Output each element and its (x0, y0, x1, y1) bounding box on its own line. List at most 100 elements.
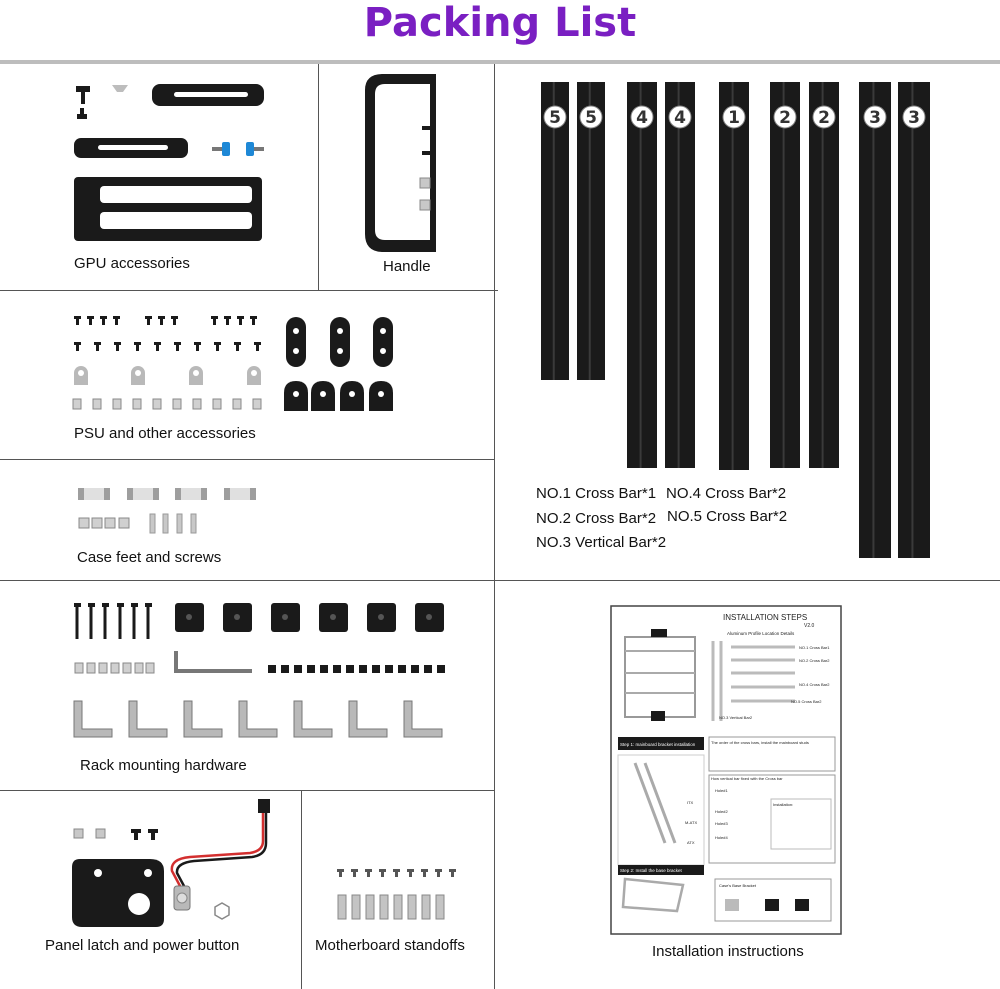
handle-icon (365, 74, 435, 252)
nut (95, 828, 106, 839)
page-title: Packing List (363, 0, 637, 46)
psu-bracket (373, 317, 393, 367)
svg-text:ATX: ATX (687, 840, 695, 845)
long-bolt (102, 603, 109, 607)
set-screw (398, 665, 406, 673)
svg-text:M-ATX: M-ATX (685, 820, 697, 825)
bar-number-badge (722, 105, 746, 129)
standoff (351, 894, 361, 920)
nut (134, 662, 144, 674)
panel-latch-illustration (72, 799, 270, 927)
psu-accessories-panel: PSU and other accessories (0, 291, 494, 459)
standoff (365, 894, 375, 920)
thumb-screw (81, 92, 85, 104)
psu-accessories-illustration (72, 316, 393, 411)
section-caption: PSU and other accessories (74, 425, 256, 442)
nut (419, 177, 431, 189)
svg-text:Hole#4: Hole#4 (715, 835, 728, 840)
set-screw (437, 665, 445, 673)
nut (91, 517, 103, 529)
screw (211, 316, 218, 319)
long-screw (162, 513, 169, 534)
nut (252, 398, 262, 410)
aluminum-bar (577, 82, 605, 380)
screw (174, 342, 181, 345)
bar-number: 3 (869, 108, 881, 128)
nut (98, 662, 108, 674)
manual-version: V2.0 (804, 623, 815, 629)
screw (131, 829, 141, 833)
standoff-screw (435, 869, 442, 872)
nut (78, 517, 90, 529)
nut (92, 398, 102, 410)
rubber-foot (112, 85, 128, 92)
set-screw (385, 665, 393, 673)
bar-number: 2 (818, 108, 830, 128)
gpu-accessories-illustration (74, 84, 264, 241)
cable-connector (258, 799, 270, 813)
nut (73, 828, 84, 839)
bar-number: 1 (728, 108, 740, 128)
set-screw (281, 665, 289, 673)
standoff-screw (365, 869, 372, 872)
standoffs-panel: Motherboard standoffs (302, 791, 494, 989)
long-bolt (74, 603, 81, 607)
screw (254, 342, 261, 345)
small-screw (77, 114, 87, 119)
bar-number-badge (543, 105, 567, 129)
screw (250, 316, 257, 319)
screw (114, 342, 121, 345)
bar-number-badge (668, 105, 692, 129)
nut (212, 398, 222, 410)
nut (232, 398, 242, 410)
long-screw (176, 513, 183, 534)
manual-step2: Step 2: Install the base bracket (620, 868, 683, 873)
set-screw (307, 665, 315, 673)
aluminum-bar (665, 82, 695, 468)
set-screw (411, 665, 419, 673)
screw (158, 316, 165, 319)
bar-number: 4 (636, 108, 648, 128)
nut (118, 517, 130, 529)
standoff (435, 894, 445, 920)
handle-illustration (365, 74, 436, 252)
manual-step1: Step 1: mainboard bracket installation (620, 742, 696, 747)
aluminum-bar (719, 82, 749, 470)
nut (110, 662, 120, 674)
gpu-accessories-panel: GPU accessories (0, 64, 318, 290)
standoff-screw (379, 869, 386, 872)
long-bolt (131, 603, 138, 607)
aluminum-bar (859, 82, 891, 558)
standoff-screw (449, 869, 456, 872)
small-screw (80, 108, 84, 114)
nut (132, 398, 142, 410)
screw (148, 829, 158, 833)
nut (74, 662, 84, 674)
standoff-screw (351, 869, 358, 872)
grid-line (0, 459, 494, 460)
hex-nut (214, 902, 230, 920)
bar-label-no3: NO.3 Vertical Bar*2 (536, 534, 667, 551)
svg-text:NO.1 Cross Bar1: NO.1 Cross Bar1 (799, 645, 830, 650)
panel-latch-panel: Panel latch and power button (0, 791, 301, 989)
corner-bracket (403, 700, 443, 738)
screw (94, 342, 101, 345)
standoff-screw (421, 869, 428, 872)
aluminum-bar (770, 82, 800, 468)
corner-bracket (348, 700, 388, 738)
section-caption: Panel latch and power button (45, 937, 240, 954)
set-screw (268, 665, 276, 673)
standoff-screw (337, 869, 344, 872)
nut (112, 398, 122, 410)
screw (145, 316, 152, 319)
manual-heading: INSTALLATION STEPS (723, 613, 807, 622)
corner-bracket (293, 700, 333, 738)
case-feet-illustration (78, 488, 256, 534)
svg-text:Hole#3: Hole#3 (715, 821, 728, 826)
hex-key (174, 651, 252, 673)
svg-text:NO.3 Vertical Bar2: NO.3 Vertical Bar2 (719, 715, 753, 720)
instructions-panel: INSTALLATION STEPS V2.0 Aluminum Profile… (495, 581, 1000, 989)
aluminum-bar (541, 82, 569, 380)
power-cable (170, 811, 265, 887)
aluminum-bar (898, 82, 930, 558)
